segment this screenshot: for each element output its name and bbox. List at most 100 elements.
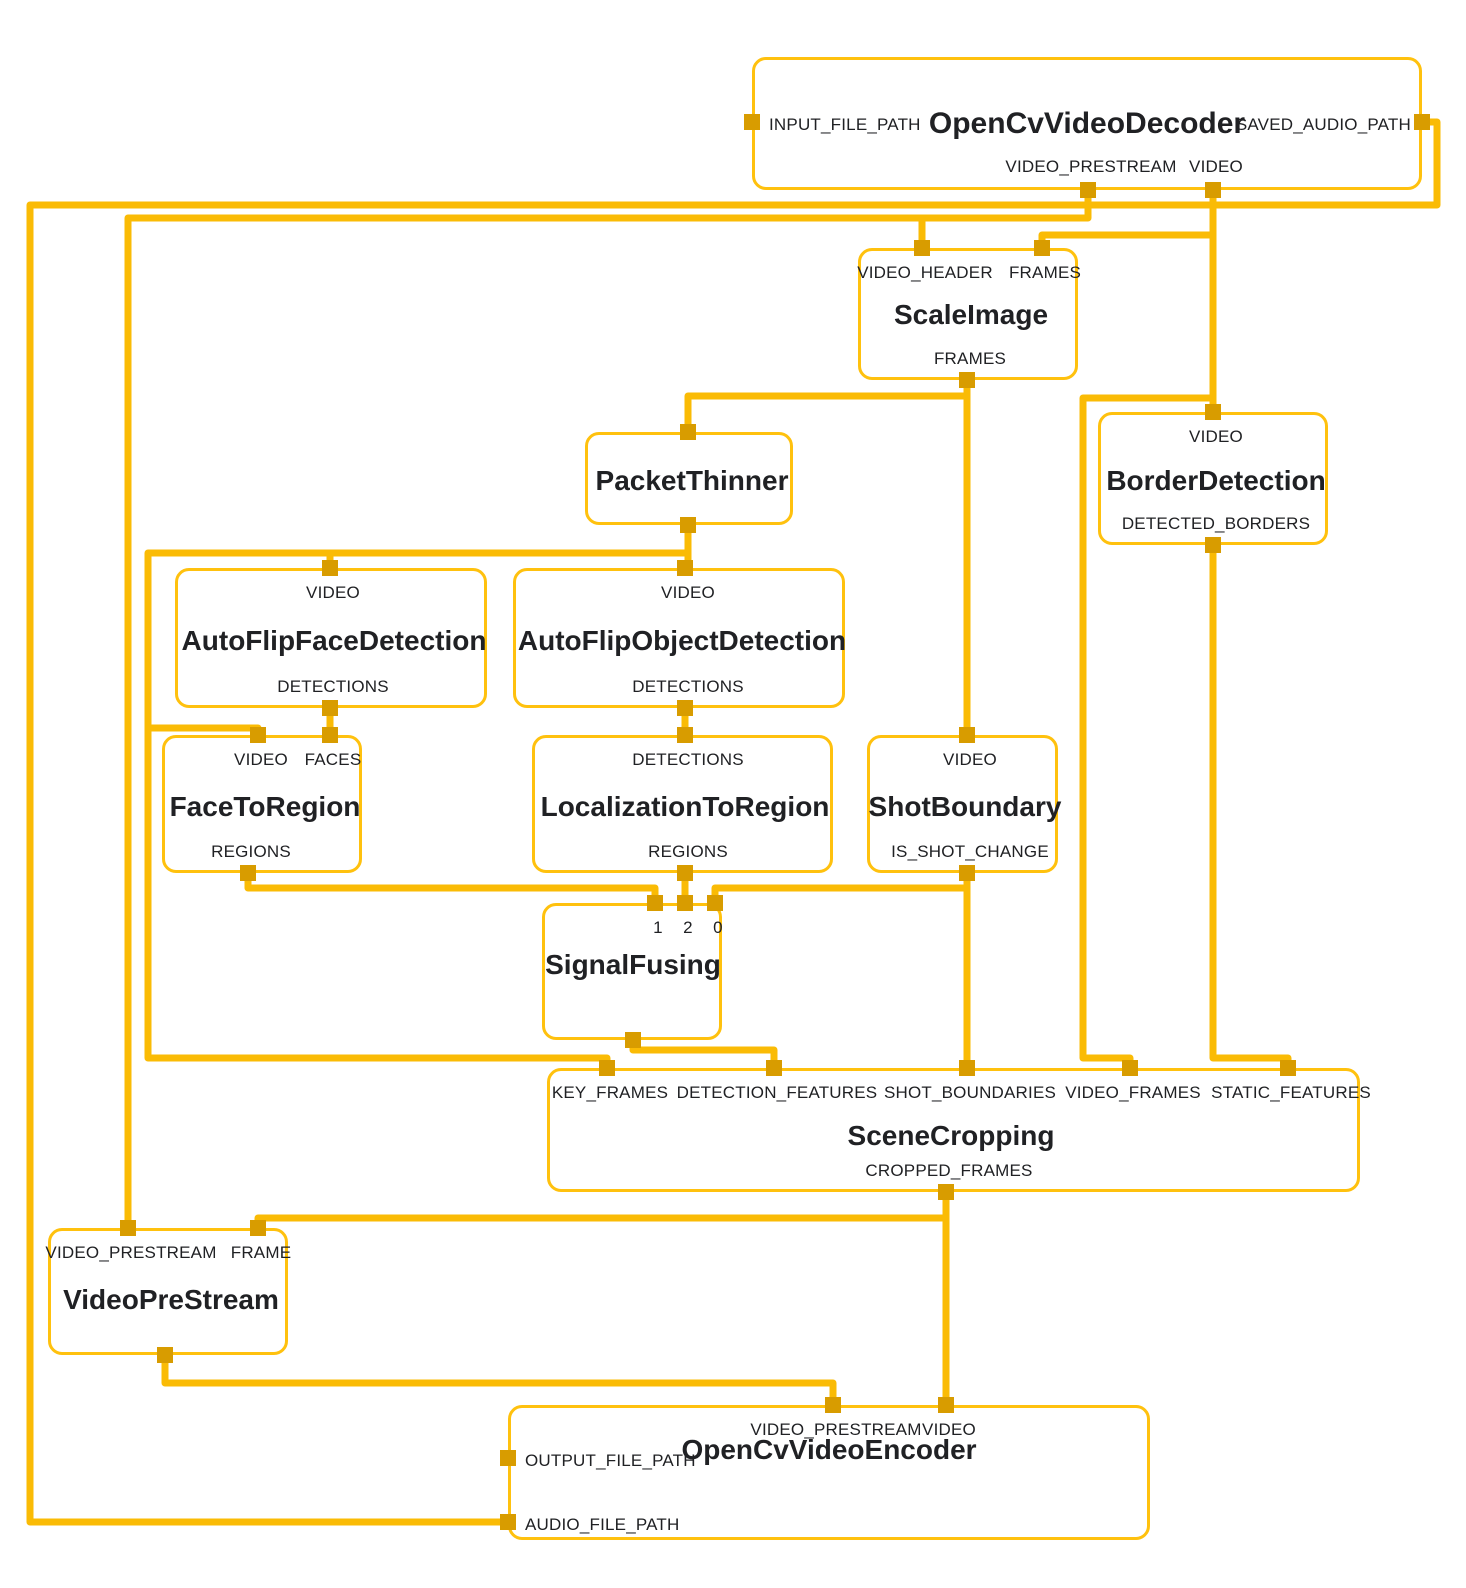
port-auto-flip-object-detection-video[interactable] <box>677 560 693 576</box>
port-scene-cropping-static-features[interactable] <box>1280 1060 1296 1076</box>
port-open-cv-video-encoder-output-file-path[interactable] <box>500 1450 516 1466</box>
edge-detected-borders <box>1209 545 1292 1068</box>
node-title: OpenCvVideoEncoder <box>681 1434 977 1465</box>
port-label-top: KEY_FRAMES <box>551 1083 669 1102</box>
node-title: FaceToRegion <box>169 791 361 822</box>
port-scene-cropping-cropped-frames[interactable] <box>938 1184 954 1200</box>
port-localization-to-region-regions[interactable] <box>677 865 693 881</box>
port-label-top: 1 <box>653 918 663 937</box>
edge-frames-scaled <box>684 380 971 735</box>
port-label-bottom: REGIONS <box>211 842 291 861</box>
port-label-top: FACES <box>304 750 362 769</box>
port-label-top: VIDEO_PRESTREAM <box>45 1243 217 1262</box>
node-title: BorderDetection <box>1106 465 1326 496</box>
port-border-detection-video[interactable] <box>1205 404 1221 420</box>
port-label-top: VIDEO_PRESTREAM <box>750 1420 922 1439</box>
port-scene-cropping-key-frames[interactable] <box>599 1060 615 1076</box>
port-label-bottom: IS_SHOT_CHANGE <box>891 842 1049 861</box>
port-packet-thinner-out[interactable] <box>680 517 696 533</box>
port-scale-image-video-header[interactable] <box>914 240 930 256</box>
port-face-to-region-video[interactable] <box>250 727 266 743</box>
port-label-top: VIDEO_HEADER <box>857 263 993 282</box>
port-open-cv-video-decoder-input-file-path[interactable] <box>744 114 760 130</box>
port-label-top: VIDEO <box>922 1420 976 1439</box>
port-auto-flip-face-detection-video[interactable] <box>322 560 338 576</box>
node-scale-image[interactable]: ScaleImage VIDEO_HEADER FRAMES FRAMES <box>857 248 1082 380</box>
port-label-bottom: CROPPED_FRAMES <box>865 1161 1033 1180</box>
port-scale-image-frames[interactable] <box>959 372 975 388</box>
port-label-bottom: DETECTIONS <box>632 677 744 696</box>
port-video-pre-stream-video-prestream[interactable] <box>120 1220 136 1236</box>
port-scene-cropping-detection-features[interactable] <box>766 1060 782 1076</box>
port-label-top: VIDEO <box>306 583 360 602</box>
port-auto-flip-object-detection-detections[interactable] <box>677 700 693 716</box>
node-title: ScaleImage <box>893 299 1049 330</box>
node-title: AutoFlipObjectDetection <box>517 625 847 656</box>
port-signal-fusing-0[interactable] <box>707 895 723 911</box>
port-label-top: STATIC_FEATURES <box>1211 1083 1371 1102</box>
port-label-bottom: VIDEO <box>1189 157 1243 176</box>
edge-shot-change <box>711 873 971 1068</box>
port-label-top: FRAMES <box>1008 263 1082 282</box>
port-label-top: SHOT_BOUNDARIES <box>883 1083 1057 1102</box>
port-label-left: INPUT_FILE_PATH <box>769 115 921 134</box>
port-label-left: AUDIO_FILE_PATH <box>525 1515 680 1534</box>
port-signal-fusing-out[interactable] <box>625 1032 641 1048</box>
node-title: ShotBoundary <box>868 791 1062 822</box>
node-title: OpenCvVideoDecoder <box>928 107 1246 140</box>
port-face-to-region-faces[interactable] <box>322 727 338 743</box>
edges <box>26 118 1441 1526</box>
port-label-bottom: REGIONS <box>648 842 728 861</box>
port-open-cv-video-encoder-video-prestream[interactable] <box>825 1397 841 1413</box>
port-shot-boundary-is-shot-change[interactable] <box>959 865 975 881</box>
port-signal-fusing-2[interactable] <box>677 895 693 911</box>
port-auto-flip-face-detection-detections[interactable] <box>322 700 338 716</box>
port-open-cv-video-encoder-audio-file-path[interactable] <box>500 1514 516 1530</box>
port-label-bottom: VIDEO_PRESTREAM <box>1005 157 1177 176</box>
node-title: LocalizationToRegion <box>540 791 830 822</box>
port-shot-boundary-video[interactable] <box>959 727 975 743</box>
port-open-cv-video-decoder-video[interactable] <box>1205 182 1221 198</box>
node-title: SceneCropping <box>847 1120 1055 1151</box>
port-label-top: DETECTIONS <box>632 750 744 769</box>
port-face-to-region-regions[interactable] <box>240 865 256 881</box>
edge-cropped-frames <box>254 1192 950 1405</box>
port-scale-image-frames[interactable] <box>1034 240 1050 256</box>
node-title: VideoPreStream <box>63 1284 279 1315</box>
port-scene-cropping-shot-boundaries[interactable] <box>959 1060 975 1076</box>
port-open-cv-video-decoder-saved-audio-path[interactable] <box>1414 114 1430 130</box>
port-label-top: DETECTION_FEATURES <box>676 1083 878 1102</box>
port-open-cv-video-encoder-video[interactable] <box>938 1397 954 1413</box>
port-packet-thinner-out[interactable] <box>680 424 696 440</box>
port-scene-cropping-video-frames[interactable] <box>1122 1060 1138 1076</box>
port-label-top: FRAME <box>230 1243 292 1262</box>
edge-video-raw <box>1038 190 1217 1068</box>
edge-frames-downsampled <box>144 525 692 1068</box>
port-open-cv-video-decoder-video-prestream[interactable] <box>1080 182 1096 198</box>
node-title: SignalFusing <box>545 949 721 980</box>
port-video-pre-stream-out[interactable] <box>157 1347 173 1363</box>
port-label-top: 0 <box>713 918 723 937</box>
node-title: AutoFlipFaceDetection <box>181 625 487 656</box>
port-signal-fusing-1[interactable] <box>647 895 663 911</box>
edge-salient-regions <box>629 1040 778 1068</box>
ports <box>120 114 1430 1530</box>
port-localization-to-region-detections[interactable] <box>677 727 693 743</box>
port-label-bottom: DETECTED_BORDERS <box>1121 514 1311 533</box>
edge-face-regions <box>244 873 659 903</box>
port-label-left: OUTPUT_FILE_PATH <box>525 1451 696 1470</box>
port-label-top: VIDEO <box>1189 427 1243 446</box>
port-label-top: VIDEO <box>234 750 288 769</box>
node-title: PacketThinner <box>595 465 789 496</box>
port-video-pre-stream-frame[interactable] <box>250 1220 266 1236</box>
port-label-top: VIDEO <box>943 750 997 769</box>
port-border-detection-detected-borders[interactable] <box>1205 537 1221 553</box>
port-label-top: 2 <box>683 918 693 937</box>
port-label-top: VIDEO <box>661 583 715 602</box>
port-label-bottom: FRAMES <box>933 349 1007 368</box>
port-label-top: VIDEO_FRAMES <box>1065 1083 1201 1102</box>
edge-saved-audio-path <box>26 118 1441 1526</box>
